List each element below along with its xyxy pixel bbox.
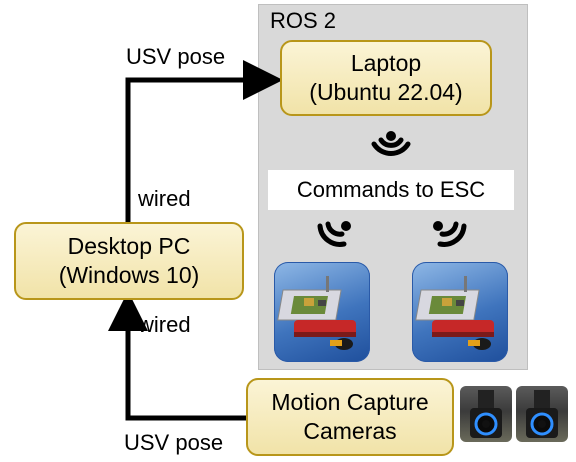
usv-boat-image (274, 262, 370, 362)
arrow-desktop-to-laptop (125, 60, 283, 222)
desktop-pc-label: Desktop PC (67, 233, 191, 260)
edge-label-wired-top: wired (138, 186, 191, 211)
mocap-camera-image (460, 386, 512, 442)
edge-label-usv-pose-top: USV pose (126, 44, 226, 69)
motion-capture-label: Motion Capture (271, 389, 429, 416)
usv-boat-image (412, 262, 508, 362)
cameras-label: Cameras (303, 418, 397, 444)
wireless-signal-icon (371, 131, 411, 156)
motion-capture-node: Motion Capture Cameras (246, 378, 454, 456)
desktop-os-label: (Windows 10) (58, 262, 200, 288)
commands-to-esc-box: Commands to ESC (268, 170, 514, 210)
laptop-os-label: (Ubuntu 22.04) (309, 79, 463, 105)
desktop-pc-node: Desktop PC (Windows 10) (14, 222, 244, 300)
arrow-mocap-to-desktop (108, 291, 246, 421)
ros2-label: ROS 2 (270, 8, 337, 33)
wireless-signal-icon (433, 221, 467, 247)
laptop-label: Laptop (350, 50, 422, 77)
commands-to-esc-label: Commands to ESC (296, 177, 486, 202)
edge-label-wired-bottom: wired (138, 312, 191, 337)
edge-label-usv-pose-bottom: USV pose (124, 430, 224, 455)
laptop-node: Laptop (Ubuntu 22.04) (280, 40, 492, 116)
mocap-camera-image (516, 386, 568, 442)
wireless-signal-icon (317, 221, 351, 247)
